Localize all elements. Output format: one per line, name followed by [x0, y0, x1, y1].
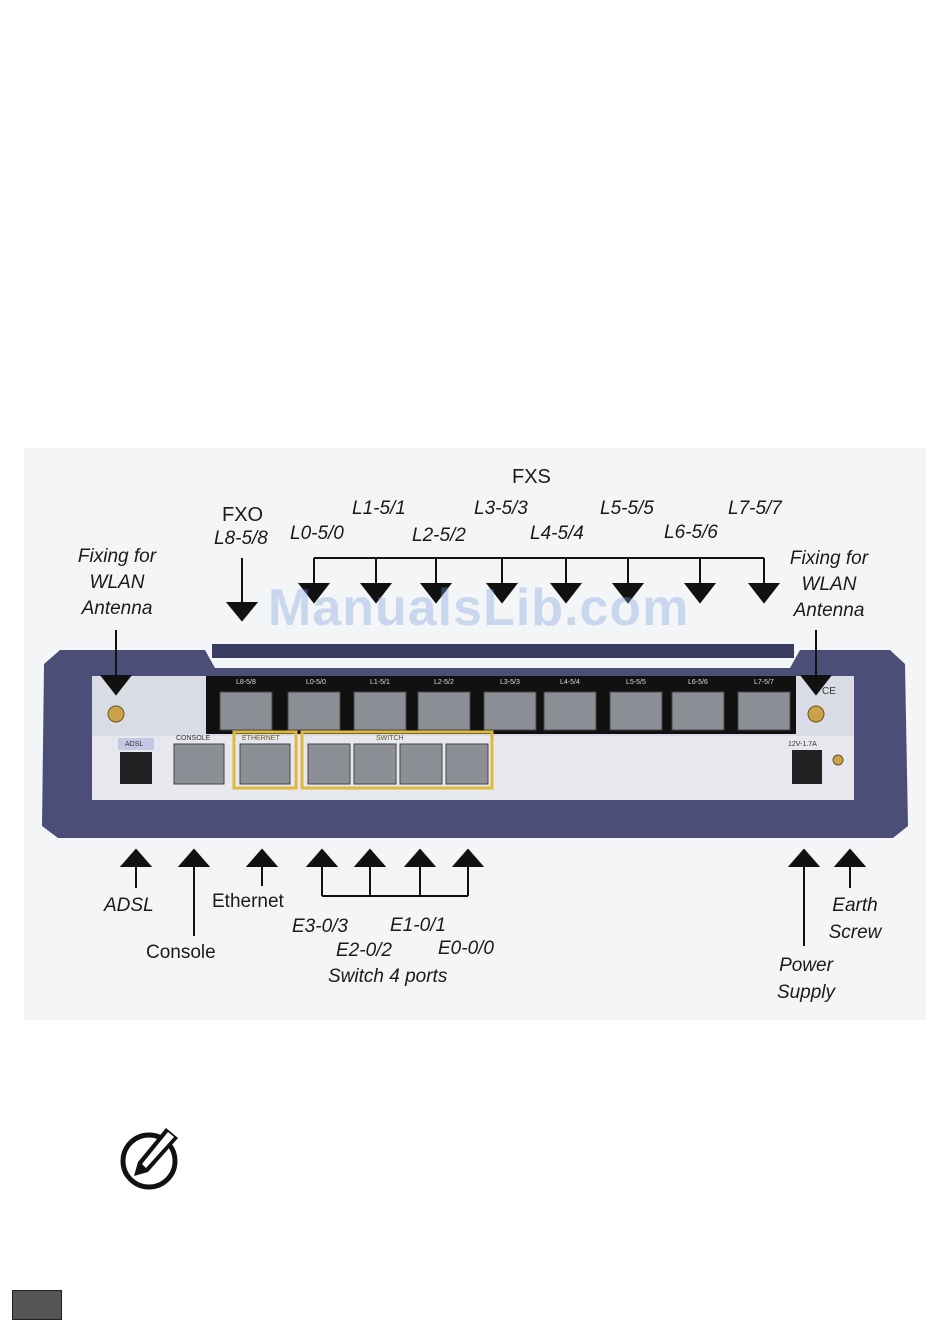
- adsl-port: [120, 752, 152, 784]
- watermark: ManualsLib.com: [268, 579, 690, 637]
- fxo-title: FXO: [222, 504, 264, 526]
- port-fxo: [219, 691, 273, 731]
- tag-adsl: ADSL: [125, 741, 143, 748]
- switch-port-1: [399, 743, 443, 785]
- adsl-label: ADSL: [104, 895, 154, 916]
- tag-l4: L4-5/4: [560, 679, 580, 686]
- tag-power: 12V-1.7A: [788, 741, 817, 748]
- switch-port-0: [445, 743, 489, 785]
- tag-switch: SWITCH: [376, 735, 404, 742]
- tag-l0: L0-5/0: [306, 679, 326, 686]
- fxs-label-l1: L1-5/1: [352, 498, 406, 519]
- ce-mark: CE: [822, 686, 836, 697]
- tag-ethernet: ETHERNET: [242, 735, 280, 742]
- fxs-label-l4: L4-5/4: [530, 523, 584, 544]
- fxs-label-l3: L3-5/3: [474, 498, 528, 519]
- port-fxs-6: [671, 691, 725, 731]
- tag-l7: L7-5/7: [754, 679, 774, 686]
- ethernet-highlight: [232, 730, 298, 790]
- port-fxs-4: [543, 691, 597, 731]
- switch-highlight: [300, 730, 494, 790]
- antenna-fixing-left: [107, 705, 125, 723]
- antenna-fixing-right: [807, 705, 825, 723]
- fxs-label-l6: L6-5/6: [664, 522, 718, 543]
- switch-title: Switch 4 ports: [328, 966, 448, 987]
- ethernet-port: [239, 743, 291, 785]
- power-jack: [792, 750, 822, 784]
- switch-label-e0: E0-0/0: [438, 938, 494, 959]
- console-port: [173, 743, 225, 785]
- switch-label-e1: E1-0/1: [390, 915, 446, 936]
- switch-port-3: [307, 743, 351, 785]
- fxs-label-l7: L7-5/7: [728, 498, 782, 519]
- fxs-label-l2: L2-5/2: [412, 525, 466, 546]
- port-fxs-3: [483, 691, 537, 731]
- tag-l3: L3-5/3: [500, 679, 520, 686]
- tag-l2: L2-5/2: [434, 679, 454, 686]
- port-fxs-1: [353, 691, 407, 731]
- adsl-tag-bg: [118, 738, 154, 750]
- console-label: Console: [146, 942, 216, 963]
- note-pencil-icon: [120, 1128, 178, 1190]
- ethernet-label: Ethernet: [212, 891, 284, 912]
- port-fxs-2: [417, 691, 471, 731]
- tag-l5: L5-5/5: [626, 679, 646, 686]
- port-fxs-7: [737, 691, 791, 731]
- tag-l8: L8-5/8: [236, 679, 256, 686]
- port-fxs-0: [287, 691, 341, 731]
- tag-console: CONSOLE: [176, 735, 211, 742]
- fxo-port-label: L8-5/8: [214, 528, 268, 549]
- earth-screw: [832, 754, 844, 766]
- fxs-title: FXS: [512, 466, 551, 488]
- fxs-label-l0: L0-5/0: [290, 523, 344, 544]
- switch-port-2: [353, 743, 397, 785]
- tag-l6: L6-5/6: [688, 679, 708, 686]
- port-fxs-5: [609, 691, 663, 731]
- tag-l1: L1-5/1: [370, 679, 390, 686]
- top-vents: [212, 644, 794, 658]
- switch-label-e3: E3-0/3: [292, 916, 348, 937]
- page-marker: [12, 1290, 62, 1320]
- fxs-label-l5: L5-5/5: [600, 498, 654, 519]
- switch-label-e2: E2-0/2: [336, 940, 392, 961]
